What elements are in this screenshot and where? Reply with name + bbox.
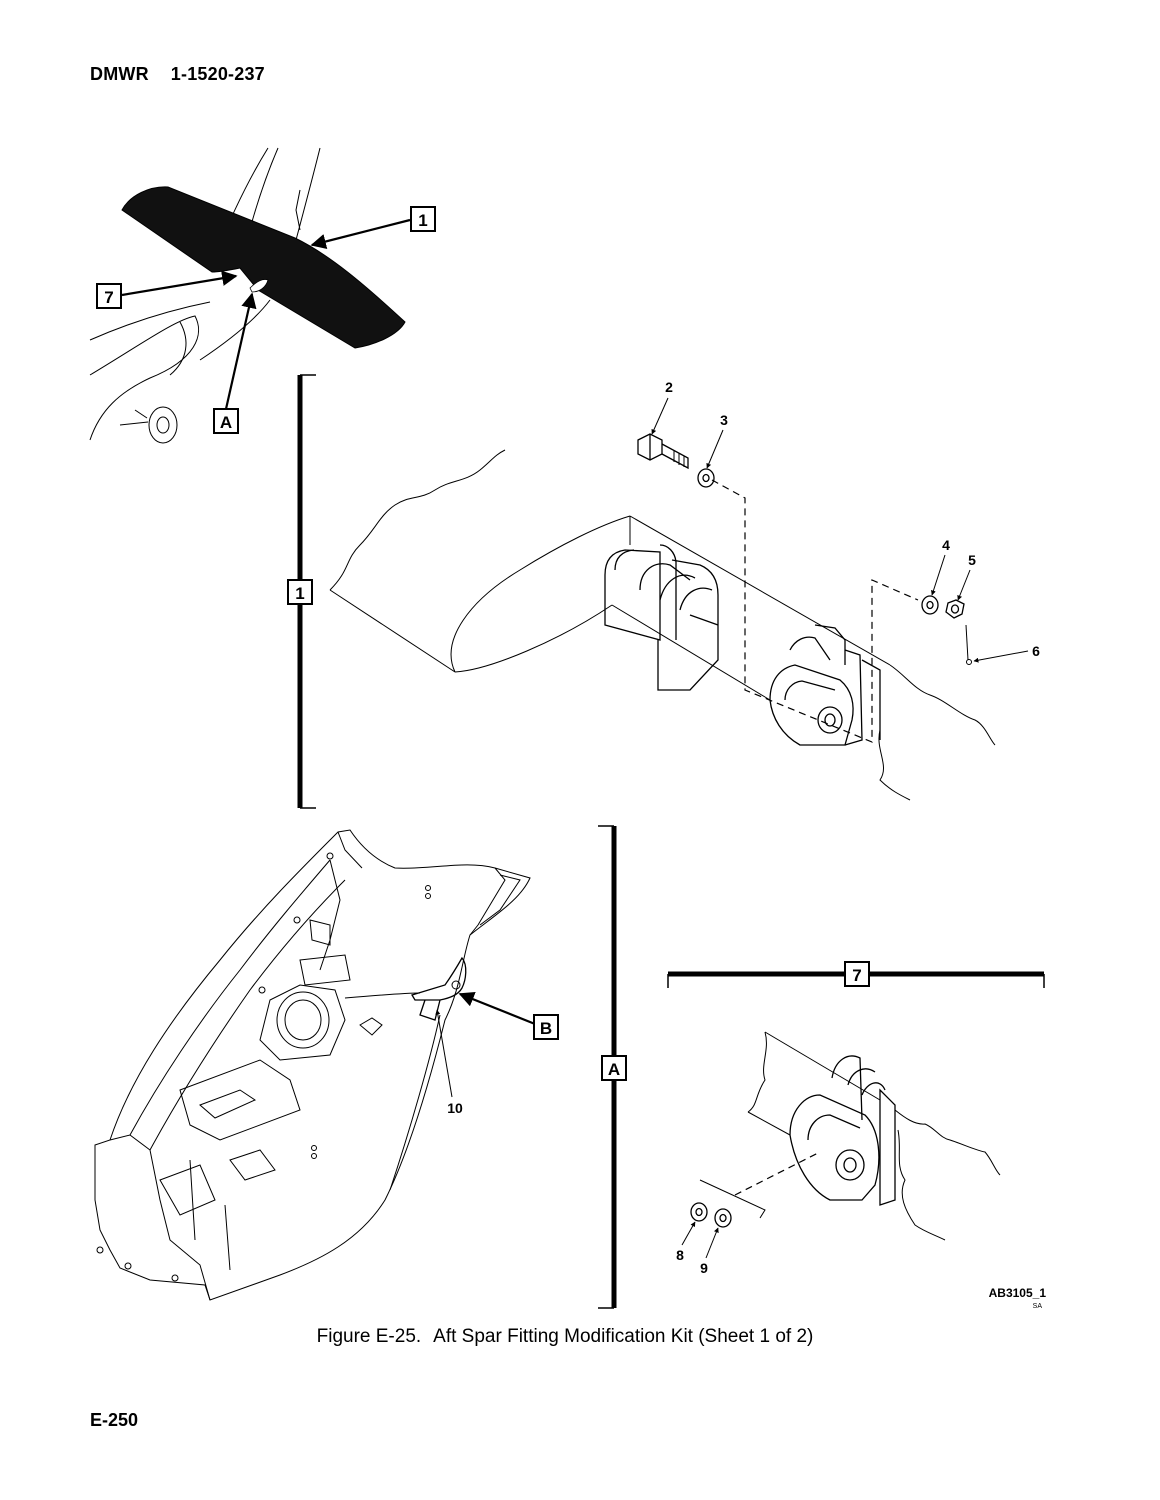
- document-header: DMWR 1-1520-237: [90, 64, 265, 85]
- figure-title: Aft Spar Fitting Modification Kit (Sheet…: [433, 1326, 814, 1347]
- svg-text:1: 1: [418, 211, 427, 230]
- callout-6: 6: [1032, 643, 1040, 659]
- doc-number: 1-1520-237: [170, 64, 265, 84]
- page-number: E-250: [90, 1410, 139, 1430]
- callout-4: 4: [942, 537, 950, 553]
- aft-spar-fitting-exploded-view: [329, 433, 996, 801]
- callout-2: 2: [665, 379, 673, 395]
- view-A-bracket: A: [598, 825, 627, 1309]
- callout-3: 3: [720, 412, 728, 428]
- callout-10: 10: [447, 1100, 463, 1116]
- callout-A-top: A: [213, 408, 239, 434]
- callout-7-top: 7: [96, 283, 122, 309]
- callout-9: 9: [700, 1260, 708, 1276]
- tail-pylon-view: [94, 829, 531, 1301]
- callout-8: 8: [676, 1247, 684, 1263]
- svg-text:1: 1: [295, 584, 304, 603]
- svg-text:A: A: [608, 1060, 620, 1079]
- callout-B: B: [533, 1014, 559, 1040]
- svg-text:7: 7: [852, 966, 861, 985]
- svg-text:A: A: [220, 413, 232, 432]
- svg-text:B: B: [540, 1019, 552, 1038]
- figure-caption: Figure E-25. Aft Spar Fitting Modificatio…: [0, 1326, 1130, 1348]
- drawing-sub: SA: [1033, 1303, 1043, 1310]
- view-7-bracket: 7: [667, 961, 1045, 988]
- figure-number: Figure E-25.: [316, 1326, 422, 1347]
- doc-type: DMWR: [90, 64, 149, 84]
- washer-detail-view: [690, 1031, 1001, 1241]
- svg-text:7: 7: [104, 288, 113, 307]
- callout-5: 5: [968, 552, 976, 568]
- drawing-id: AB3105_1: [989, 1286, 1047, 1300]
- aircraft-overview-view: [89, 147, 406, 444]
- view-1-bracket: 1: [287, 374, 316, 809]
- callout-1-top: 1: [410, 206, 436, 232]
